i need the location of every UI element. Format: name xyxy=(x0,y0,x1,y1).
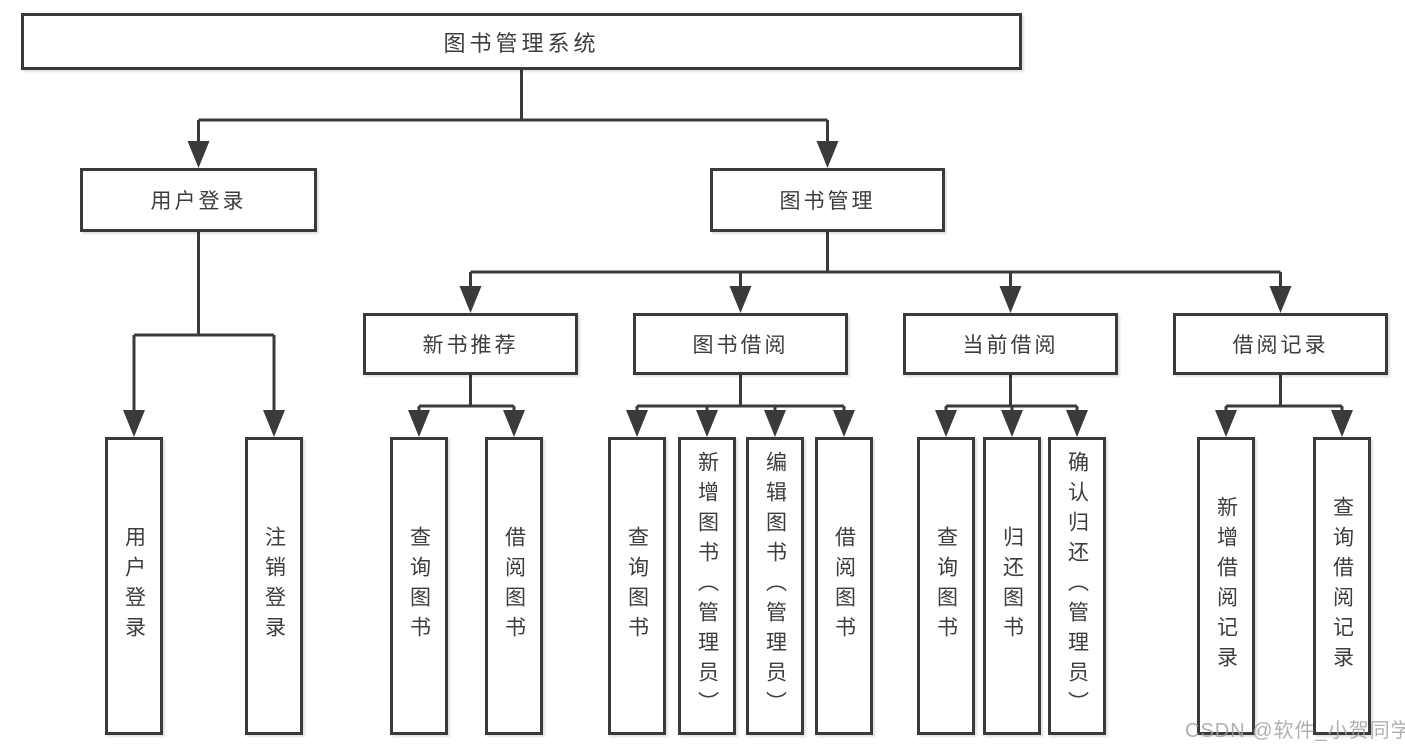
arrowhead-icon xyxy=(187,141,210,168)
leaf-current-query-books-label: 查询图书 xyxy=(934,526,958,646)
node-root-label: 图书管理系统 xyxy=(443,30,600,56)
leaf-return-books: 归还图书 xyxy=(983,437,1041,735)
arrowhead-icon xyxy=(833,410,855,437)
node-new-book-recommend: 新书推荐 xyxy=(363,313,578,375)
leaf-edit-book-admin: 编辑图书（管理员） xyxy=(746,437,804,735)
arrowhead-icon xyxy=(764,410,786,437)
leaf-recommend-borrow-books: 借阅图书 xyxy=(485,437,543,735)
arrowhead-icon xyxy=(1331,410,1353,437)
node-user-login-label: 用户登录 xyxy=(150,190,247,213)
arrowhead-icon xyxy=(1001,410,1023,437)
leaf-recommend-query-books-label: 查询图书 xyxy=(407,526,431,646)
arrowhead-icon xyxy=(1066,410,1088,437)
arrowhead-icon xyxy=(626,410,648,437)
arrowhead-icon xyxy=(1215,410,1237,437)
leaf-query-borrow-record: 查询借阅记录 xyxy=(1313,437,1371,735)
arrowhead-icon xyxy=(503,410,525,437)
leaf-edit-book-admin-label: 编辑图书（管理员） xyxy=(763,451,787,721)
leaf-logout-label: 注销登录 xyxy=(262,526,286,646)
leaf-user-login-label: 用户登录 xyxy=(122,526,146,646)
arrowhead-icon xyxy=(729,286,752,313)
arrowhead-icon xyxy=(408,410,430,437)
leaf-add-book-admin: 新增图书（管理员） xyxy=(678,437,736,735)
arrowhead-icon xyxy=(999,286,1022,313)
arrowhead-icon xyxy=(263,410,285,437)
leaf-current-query-books: 查询图书 xyxy=(917,437,975,735)
leaf-borrow-query-books: 查询图书 xyxy=(608,437,666,735)
node-new-book-recommend-label: 新书推荐 xyxy=(422,334,519,357)
leaf-borrow-query-books-label: 查询图书 xyxy=(625,526,649,646)
node-book-borrow: 图书借阅 xyxy=(633,313,848,375)
arrowhead-icon xyxy=(459,286,482,313)
node-book-management-label: 图书管理 xyxy=(779,190,876,213)
node-book-management: 图书管理 xyxy=(710,168,945,232)
leaf-confirm-return-admin: 确认归还（管理员） xyxy=(1048,437,1106,735)
leaf-recommend-borrow-books-label: 借阅图书 xyxy=(502,526,526,646)
leaf-query-borrow-record-label: 查询借阅记录 xyxy=(1330,496,1354,676)
node-current-borrow: 当前借阅 xyxy=(903,313,1118,375)
leaf-add-book-admin-label: 新增图书（管理员） xyxy=(695,451,719,721)
leaf-logout: 注销登录 xyxy=(245,437,303,735)
csdn-watermark: CSDN @软件_小贺同学 xyxy=(1185,720,1405,742)
leaf-borrow-borrow-books-label: 借阅图书 xyxy=(832,526,856,646)
leaf-return-books-label: 归还图书 xyxy=(1000,526,1024,646)
node-book-borrow-label: 图书借阅 xyxy=(692,334,789,357)
node-borrow-records: 借阅记录 xyxy=(1173,313,1388,375)
arrowhead-icon xyxy=(123,410,145,437)
node-current-borrow-label: 当前借阅 xyxy=(962,334,1059,357)
leaf-add-borrow-record-label: 新增借阅记录 xyxy=(1214,496,1238,676)
leaf-confirm-return-admin-label: 确认归还（管理员） xyxy=(1065,451,1089,721)
leaf-add-borrow-record: 新增借阅记录 xyxy=(1197,437,1255,735)
node-root: 图书管理系统 xyxy=(21,13,1022,70)
leaf-recommend-query-books: 查询图书 xyxy=(390,437,448,735)
arrowhead-icon xyxy=(696,410,718,437)
node-borrow-records-label: 借阅记录 xyxy=(1232,334,1329,357)
node-user-login: 用户登录 xyxy=(80,168,317,232)
arrowhead-icon xyxy=(935,410,957,437)
leaf-user-login: 用户登录 xyxy=(105,437,163,735)
arrowhead-icon xyxy=(1269,286,1292,313)
arrowhead-icon xyxy=(816,141,839,168)
leaf-borrow-borrow-books: 借阅图书 xyxy=(815,437,873,735)
